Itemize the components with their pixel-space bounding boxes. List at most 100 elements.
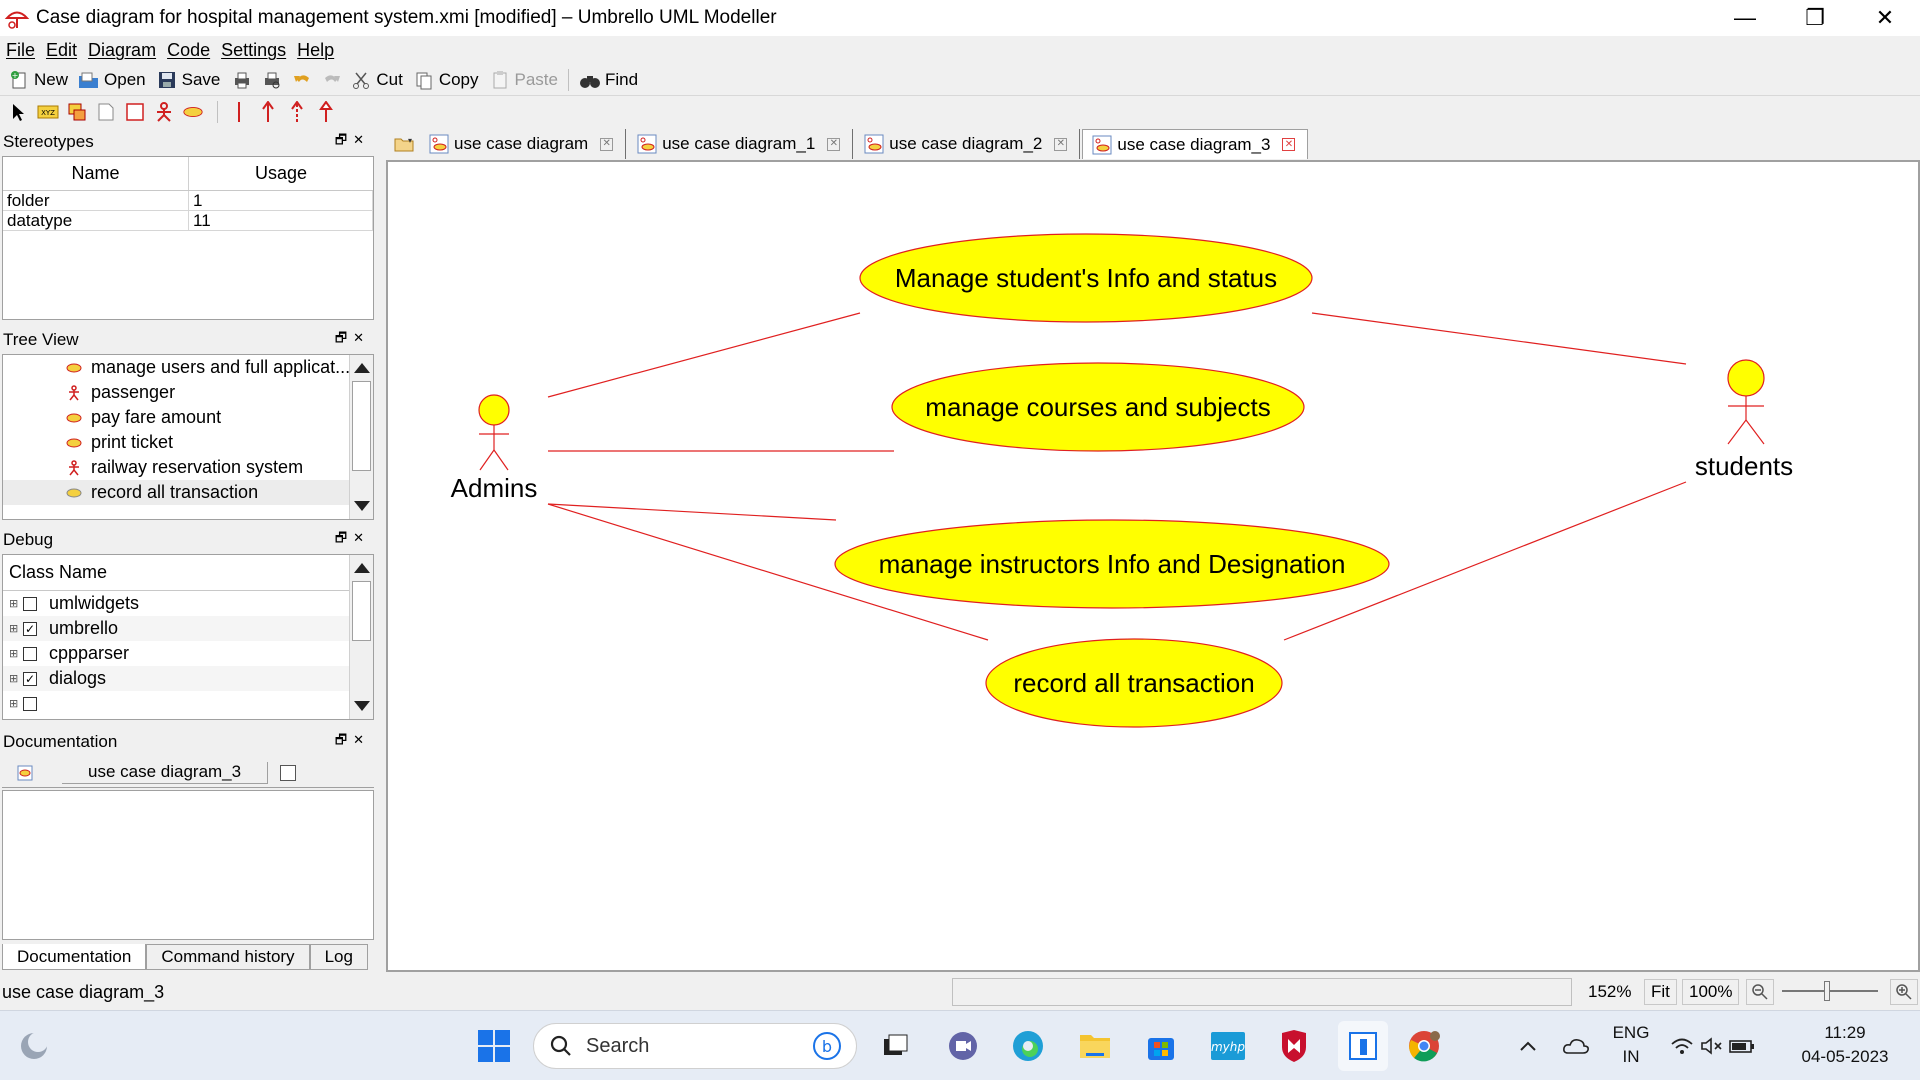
column-header-usage[interactable]: Usage [254, 163, 308, 183]
tree-scrollbar[interactable] [349, 355, 373, 519]
print-preview-icon[interactable] [260, 68, 284, 92]
wifi-icon[interactable] [1668, 1026, 1696, 1066]
language-indicator[interactable]: ENG [1612, 1023, 1650, 1042]
expand-icon[interactable]: ⊞ [9, 648, 19, 660]
usecase-tool-icon[interactable] [182, 101, 204, 123]
tab-documentation[interactable]: Documentation [2, 944, 147, 970]
undo-icon[interactable] [290, 68, 314, 92]
zoom-slider[interactable] [1782, 981, 1878, 1001]
usecase-record-transaction[interactable]: record all transaction [985, 638, 1283, 728]
expand-icon[interactable]: ⊞ [9, 673, 19, 685]
cut-button[interactable]: Cut [350, 69, 403, 91]
speaker-muted-icon[interactable] [1698, 1026, 1726, 1066]
close-tab-icon[interactable]: ✕ [1282, 138, 1296, 151]
dock-buttons[interactable]: 🗗✕ [334, 330, 370, 345]
tab-use-case-diagram-1[interactable]: use case diagram_1 ✕ [628, 129, 854, 159]
expand-icon[interactable]: ⊞ [9, 598, 19, 610]
copy-button[interactable]: Copy [413, 69, 479, 91]
scroll-up-icon[interactable] [354, 363, 370, 373]
list-item[interactable]: ⊞ ✓ dialogs [3, 666, 349, 691]
scroll-thumb[interactable] [352, 381, 371, 471]
list-item[interactable]: ⊞ umlwidgets [3, 591, 373, 616]
tab-use-case-diagram-2[interactable]: use case diagram_2 ✕ [855, 129, 1081, 159]
association-line[interactable] [547, 503, 989, 641]
association-line[interactable] [1283, 481, 1687, 641]
open-button[interactable]: Open [78, 69, 146, 91]
actor-admins[interactable]: Admins [451, 394, 538, 503]
dock-buttons[interactable]: 🗗✕ [334, 132, 370, 147]
battery-icon[interactable] [1728, 1026, 1756, 1066]
weather-widget-icon[interactable] [14, 1026, 54, 1066]
microsoft-store-icon[interactable] [1141, 1026, 1181, 1066]
association-line[interactable] [1311, 312, 1687, 365]
tab-use-case-diagram-3[interactable]: use case diagram_3 ✕ [1082, 129, 1309, 159]
find-button[interactable]: Find [579, 69, 638, 91]
teams-chat-icon[interactable] [943, 1026, 983, 1066]
task-view-icon[interactable] [875, 1026, 915, 1066]
clock-date[interactable]: 04-05-2023 [1801, 1047, 1889, 1066]
text-line-icon[interactable]: XYZ [37, 101, 59, 123]
scroll-down-icon[interactable] [354, 501, 370, 511]
zoom-in-icon[interactable] [1890, 979, 1918, 1005]
zoom-fit-button[interactable]: Fit [1644, 979, 1677, 1005]
box-icon[interactable] [124, 101, 146, 123]
minimize-button[interactable]: — [1734, 5, 1756, 30]
debug-checkbox[interactable] [23, 596, 37, 611]
expand-icon[interactable]: ⊞ [9, 623, 19, 635]
scroll-up-icon[interactable] [354, 563, 370, 573]
close-tab-icon[interactable]: ✕ [600, 137, 614, 151]
menu-settings[interactable]: Settings [221, 39, 287, 60]
expand-icon[interactable]: ⊞ [9, 698, 19, 710]
usecase-manage-courses[interactable]: manage courses and subjects [891, 362, 1305, 452]
menu-edit[interactable]: Edit [46, 39, 78, 60]
documentation-checkbox[interactable] [280, 764, 297, 781]
menu-code[interactable]: Code [167, 39, 211, 60]
tree-item[interactable]: record all transaction [3, 480, 349, 505]
association-line[interactable] [547, 503, 837, 521]
print-icon[interactable] [230, 68, 254, 92]
debug-column-header[interactable]: Class Name [3, 555, 349, 591]
tree-item[interactable]: print ticket [3, 430, 373, 455]
close-tab-icon[interactable]: ✕ [1054, 137, 1068, 151]
redo-icon[interactable] [320, 68, 344, 92]
scroll-down-icon[interactable] [354, 701, 370, 711]
new-diagram-tab-icon[interactable]: ▾ [390, 130, 418, 158]
windows-start-icon[interactable] [474, 1026, 514, 1066]
save-button[interactable]: Save [156, 69, 220, 91]
close-tab-icon[interactable]: ✕ [827, 137, 841, 151]
list-item[interactable]: ⊞ [3, 691, 373, 716]
tree-item[interactable]: pay fare amount [3, 405, 373, 430]
usecase-manage-student-info[interactable]: Manage student's Info and status [859, 233, 1313, 323]
debug-scrollbar[interactable] [349, 555, 373, 719]
table-row[interactable]: folder 1 [3, 191, 373, 211]
tab-log[interactable]: Log [309, 944, 368, 970]
menu-file[interactable]: File [6, 39, 36, 60]
actor-tool-icon[interactable] [153, 101, 175, 123]
usecase-manage-instructors[interactable]: manage instructors Info and Designation [834, 519, 1390, 609]
file-explorer-icon[interactable] [1075, 1026, 1115, 1066]
tree-item[interactable]: manage users and full applicat... [3, 355, 373, 380]
generalization-tool-icon[interactable] [315, 101, 337, 123]
documentation-text-area[interactable] [2, 790, 374, 940]
clock-time[interactable]: 11:29 [1824, 1023, 1866, 1042]
zoom-slider-handle[interactable] [1824, 981, 1830, 1001]
dock-buttons[interactable]: 🗗✕ [334, 732, 370, 747]
myhp-icon[interactable]: myhp [1208, 1026, 1248, 1066]
tree-item[interactable]: railway reservation system [3, 455, 373, 480]
debug-checkbox[interactable]: ✓ [23, 621, 37, 636]
debug-checkbox[interactable] [23, 696, 37, 711]
taskbar-search[interactable]: Search b [533, 1023, 857, 1069]
association-line[interactable] [547, 312, 861, 398]
debug-checkbox[interactable]: ✓ [23, 671, 37, 686]
dock-buttons[interactable]: 🗗✕ [334, 530, 370, 545]
list-item[interactable]: ⊞ ✓ umbrello [3, 616, 349, 641]
association-tool-icon[interactable] [228, 101, 250, 123]
tree-item[interactable]: passenger [3, 380, 373, 405]
edge-browser-icon[interactable] [1008, 1026, 1048, 1066]
directed-association-icon[interactable] [257, 101, 279, 123]
paste-button[interactable]: Paste [489, 69, 558, 91]
tab-command-history[interactable]: Command history [146, 944, 310, 970]
zoom-100-button[interactable]: 100% [1682, 979, 1740, 1005]
note-icon[interactable] [95, 101, 117, 123]
box-widget-icon[interactable] [66, 101, 88, 123]
